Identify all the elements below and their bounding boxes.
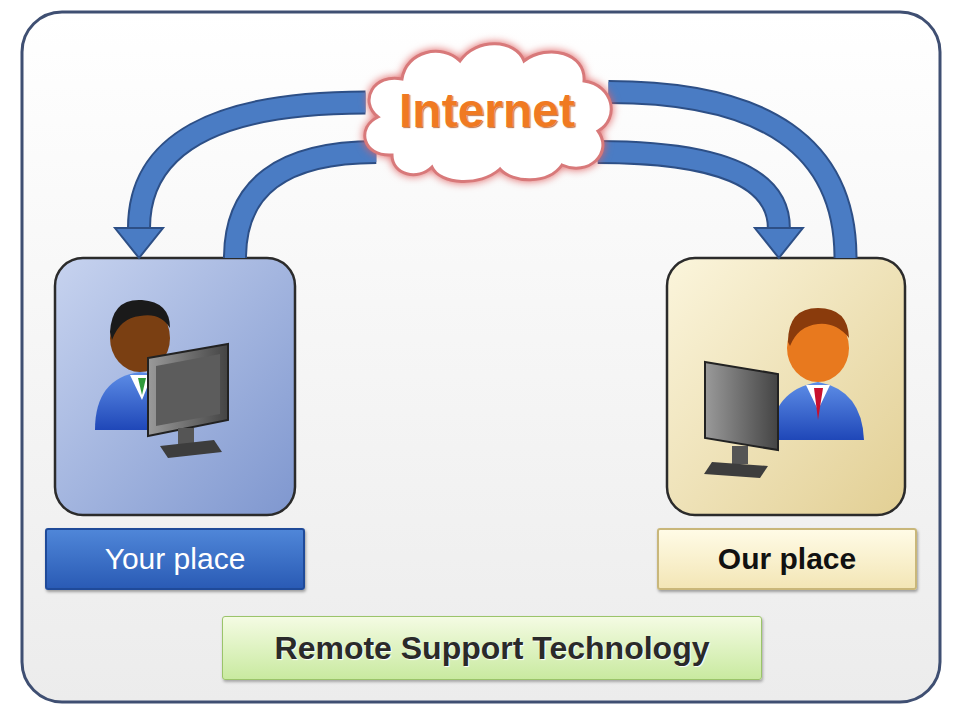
arrow-body (235, 152, 376, 258)
place-label: Your place (105, 542, 246, 576)
curved-arrow (598, 152, 803, 258)
arrow-body (609, 92, 846, 258)
arrow-head (115, 228, 163, 258)
cloud-node: Internet (352, 35, 622, 185)
arrow-outline (598, 152, 779, 228)
monitor-icon (704, 362, 778, 478)
our-place-box (667, 258, 905, 515)
curved-arrow (609, 92, 846, 258)
cloud-label: Internet (399, 83, 575, 138)
arrow-body (598, 152, 779, 228)
arrow-outline (609, 92, 846, 258)
place-label-band: Your place (45, 528, 305, 590)
cloud-outline (365, 44, 611, 182)
outer-frame (22, 12, 940, 702)
place-label-band: Our place (657, 528, 917, 590)
arrow-outline (235, 152, 376, 258)
curved-arrow (235, 152, 376, 258)
place-box: Our place (667, 258, 905, 515)
place-label: Our place (718, 542, 856, 576)
title-label: Remote Support Technology (275, 630, 710, 667)
monitor-icon (148, 344, 228, 458)
title-band: Remote Support Technology (222, 616, 762, 680)
your-place-box (55, 258, 295, 515)
arrow-head (755, 228, 803, 258)
place-box: Your place (55, 258, 295, 515)
support-agent-icon (770, 308, 864, 440)
